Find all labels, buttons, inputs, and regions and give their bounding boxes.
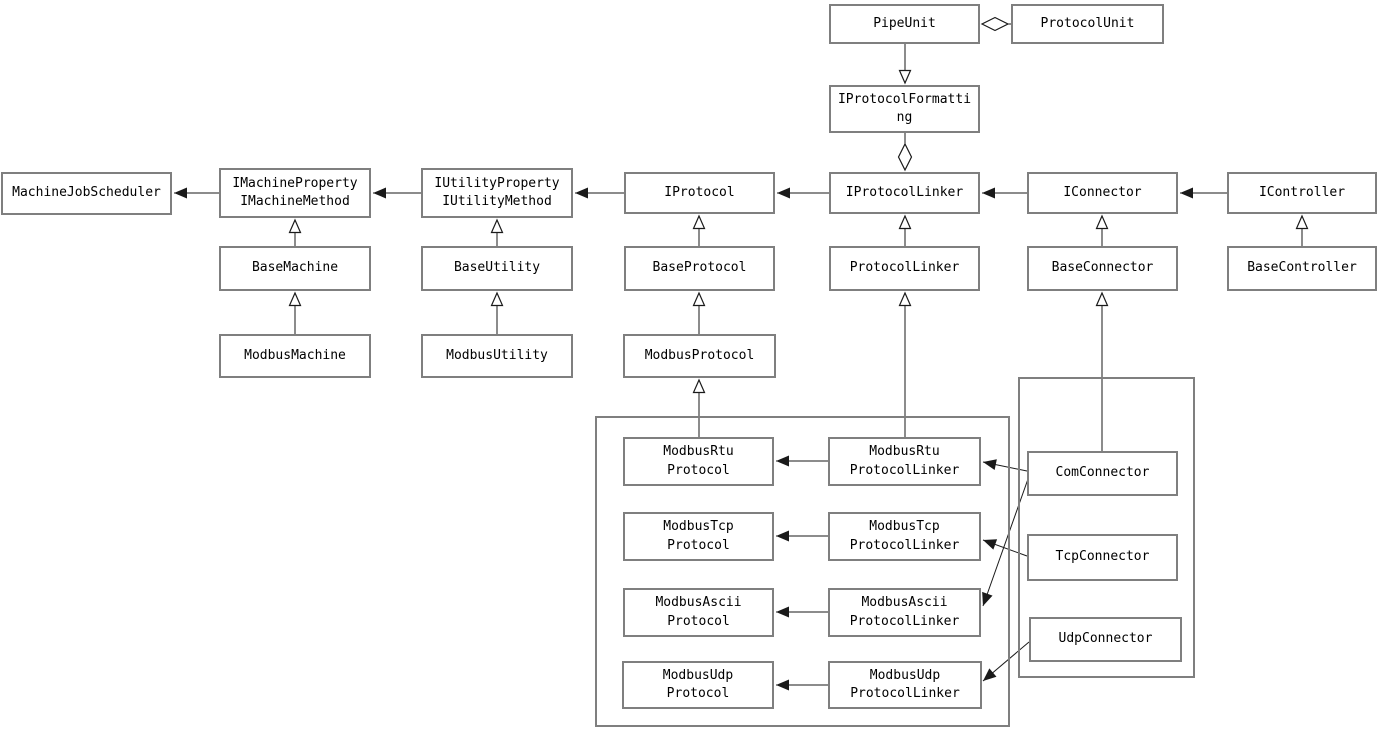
class-modbus-tcp-protocol: ModbusTcp Protocol xyxy=(623,512,774,561)
class-modbus-tcp-protocol-linker: ModbusTcp ProtocolLinker xyxy=(828,512,981,561)
class-iprotocol-linker: IProtocolLinker xyxy=(829,172,980,214)
class-iutility-property: IUtilityProperty IUtilityMethod xyxy=(421,168,573,218)
class-imachine-property: IMachineProperty IMachineMethod xyxy=(219,168,371,218)
class-tcp-connector: TcpConnector xyxy=(1027,534,1178,581)
class-modbus-rtu-protocol-linker: ModbusRtu ProtocolLinker xyxy=(828,437,981,486)
class-pipe-unit: PipeUnit xyxy=(829,4,980,44)
class-modbus-udp-protocol-linker: ModbusUdp ProtocolLinker xyxy=(828,661,982,709)
edge-association-udp-connector-to-modbus-udp-protocol-linker xyxy=(982,641,1030,682)
class-iprotocol: IProtocol xyxy=(624,172,775,214)
class-icontroller: IController xyxy=(1227,172,1377,214)
class-modbus-udp-protocol: ModbusUdp Protocol xyxy=(622,661,774,709)
class-protocol-linker: ProtocolLinker xyxy=(829,246,980,291)
class-base-controller: BaseController xyxy=(1227,246,1377,291)
class-base-protocol: BaseProtocol xyxy=(624,246,775,291)
class-modbus-protocol: ModbusProtocol xyxy=(623,334,776,378)
edge-association-com-connector-to-modbus-ascii-protocol-linker xyxy=(982,478,1029,607)
class-udp-connector: UdpConnector xyxy=(1029,617,1182,662)
class-modbus-rtu-protocol: ModbusRtu Protocol xyxy=(623,437,774,486)
class-modbus-ascii-protocol-linker: ModbusAscii ProtocolLinker xyxy=(828,588,981,637)
class-base-connector: BaseConnector xyxy=(1027,246,1178,291)
class-base-utility: BaseUtility xyxy=(421,246,573,291)
group-connector-group xyxy=(1018,377,1195,678)
class-modbus-ascii-protocol: ModbusAscii Protocol xyxy=(623,588,774,637)
class-protocol-unit: ProtocolUnit xyxy=(1011,4,1164,44)
class-iconnector: IConnector xyxy=(1027,172,1178,214)
class-modbus-utility: ModbusUtility xyxy=(421,334,573,378)
class-modbus-machine: ModbusMachine xyxy=(219,334,371,378)
group-modbus-variant-group xyxy=(595,416,1010,727)
class-iprotocol-formatting: IProtocolFormatti ng xyxy=(829,85,980,133)
class-com-connector: ComConnector xyxy=(1027,451,1178,496)
class-base-machine: BaseMachine xyxy=(219,246,371,291)
class-machine-job-scheduler: MachineJobScheduler xyxy=(1,172,172,215)
